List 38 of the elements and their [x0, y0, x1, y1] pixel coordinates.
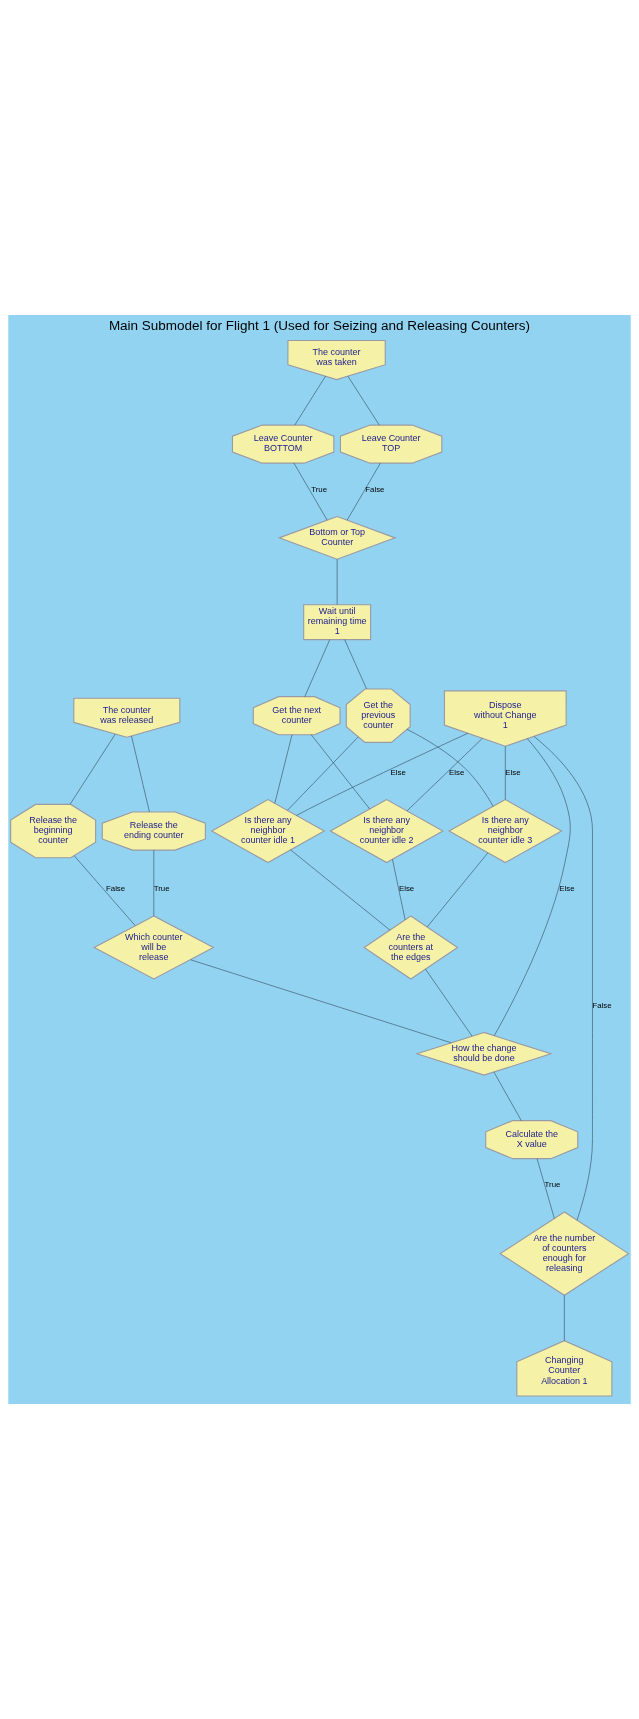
- connector: [533, 736, 593, 1221]
- node-diamond: Bottom or Top Counter: [277, 515, 397, 560]
- connector: [69, 733, 116, 805]
- node-box: Wait until remaining time 1: [303, 604, 372, 641]
- connector: [392, 859, 406, 921]
- node-diamond: Is there any neighbor counter idle 3: [447, 798, 563, 864]
- connector: [505, 746, 506, 800]
- connector: [293, 462, 328, 521]
- connector: [310, 734, 370, 810]
- connector: [427, 852, 489, 928]
- connector: [294, 375, 326, 426]
- connector: [346, 462, 381, 521]
- connector: [190, 959, 452, 1044]
- node-diamond: Are the counters at the edges: [363, 915, 459, 980]
- connector: [536, 1158, 555, 1219]
- connector: [73, 855, 136, 926]
- connector: [493, 1071, 522, 1121]
- connector: [564, 1295, 565, 1341]
- connector: [494, 738, 571, 1036]
- connector: [406, 729, 494, 807]
- connector: [406, 738, 483, 812]
- connector: [296, 733, 469, 816]
- connector: [425, 968, 473, 1037]
- node-diamond: How the change should be done: [415, 1031, 553, 1076]
- connector: [290, 849, 391, 931]
- connector: [304, 639, 331, 697]
- connector: [287, 736, 359, 811]
- node-diamond: Which counter will be release: [93, 915, 215, 980]
- node-diamond: Is there any neighbor counter idle 1: [210, 798, 326, 864]
- node-diamond: Are the number of counters enough for releasing: [499, 1211, 630, 1296]
- connector: [347, 375, 380, 426]
- connector: [344, 639, 367, 690]
- connector: [153, 849, 155, 917]
- connector: [274, 734, 293, 804]
- connector: [336, 559, 338, 605]
- node-diamond: Is there any neighbor counter idle 2: [329, 798, 445, 864]
- diagram-title: Main Submodel for Flight 1 (Used for Seizing and Releasing Counters): [108, 318, 531, 334]
- connector: [131, 735, 150, 813]
